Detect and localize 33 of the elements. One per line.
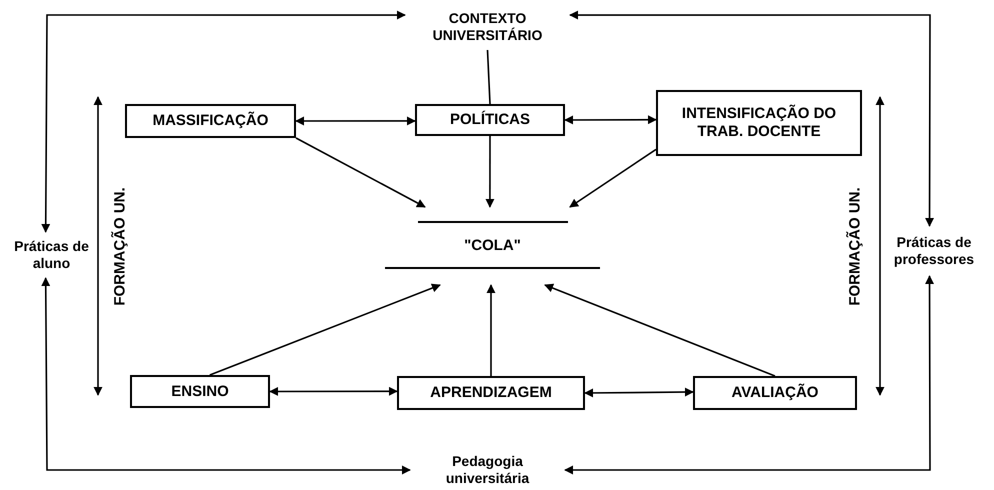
box-label: ENSINO [171, 382, 229, 400]
arrow [210, 284, 441, 376]
node-text: "COLA" [464, 237, 521, 255]
box-label: POLÍTICAS [450, 111, 530, 129]
node-text: CONTEXTO UNIVERSITÁRIO [432, 10, 544, 44]
node-text: Práticas de professores [892, 234, 976, 268]
arrow [296, 137, 426, 208]
arrow [485, 136, 494, 208]
arrow [486, 284, 496, 376]
arrow [544, 284, 776, 377]
axis-label: FORMAÇÃO UN. [112, 186, 129, 306]
concept-box [693, 376, 857, 410]
arrow [41, 10, 406, 233]
node-text: Pedagogia universitária [444, 453, 530, 487]
arrow [564, 115, 657, 124]
arrow [584, 388, 694, 398]
arrow [269, 386, 398, 396]
concept-box [656, 90, 862, 156]
node-text: Práticas de aluno [13, 238, 90, 272]
concept-box [125, 104, 296, 138]
arrow [295, 116, 416, 126]
arrow [564, 275, 934, 474]
axis-label: FORMAÇÃO UN. [846, 186, 864, 306]
box-label: APRENDIZAGEM [430, 384, 552, 402]
arrow [41, 277, 411, 474]
concept-box [397, 376, 585, 410]
arrow [569, 10, 934, 227]
concept-box [415, 104, 565, 136]
box-label: INTENSIFICAÇÃO DO TRAB. DOCENTE [680, 105, 838, 141]
box-label: AVALIAÇÃO [732, 384, 818, 402]
concept-box [130, 375, 270, 408]
arrow [569, 148, 656, 208]
box-label: MASSIFICAÇÃO [152, 112, 268, 130]
